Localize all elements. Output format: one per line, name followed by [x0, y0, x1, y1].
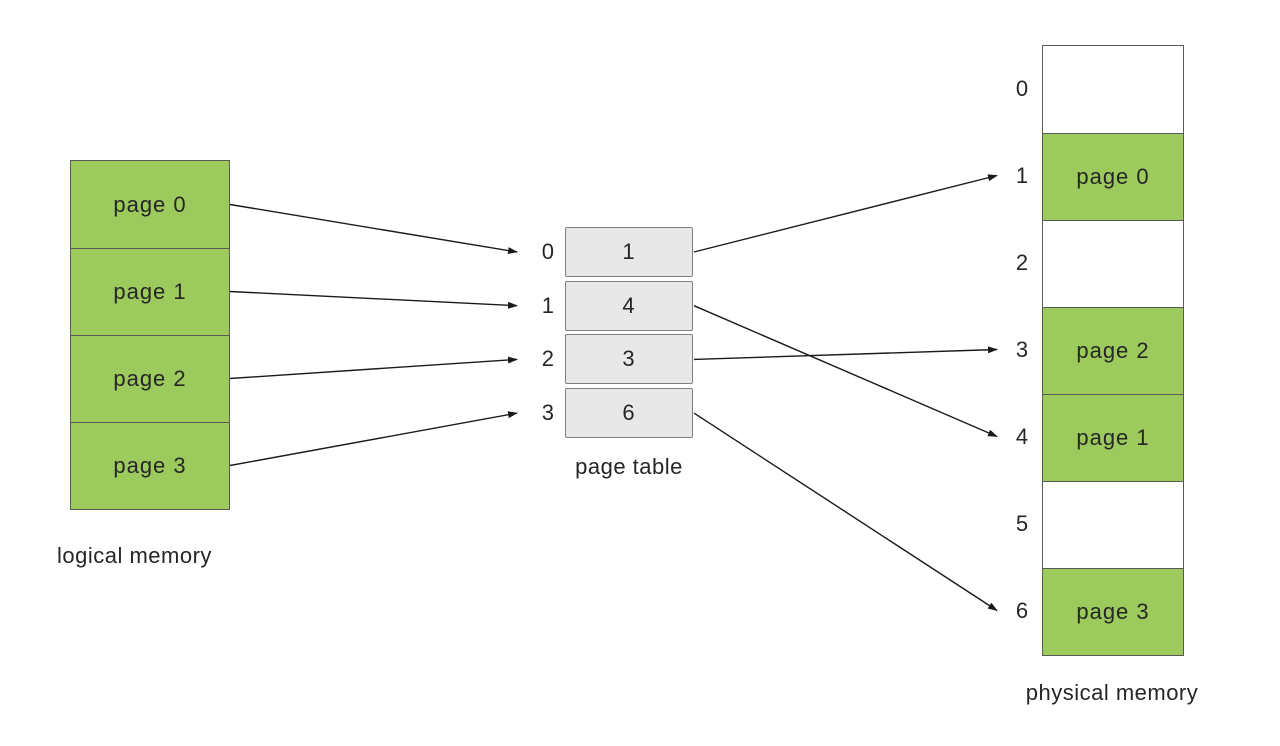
logical-cell-2: page 2 — [71, 335, 229, 422]
physical-frame-4: page 1 — [1043, 394, 1183, 481]
logical-cell-1: page 1 — [71, 248, 229, 335]
page-label: page 1 — [113, 279, 187, 304]
page-table-entry-0: 1 — [565, 227, 693, 277]
page-table-value: 4 — [622, 292, 636, 318]
mapping-arrow-pt-row-0-to-pm-index-1 — [693, 174, 998, 253]
page-table-index-2: 2 — [541, 346, 554, 372]
page-table-value: 3 — [622, 346, 636, 372]
frame-label: page 0 — [1076, 164, 1150, 189]
page-table-caption: page table — [575, 454, 683, 479]
mapping-arrow-logical-cell-0-to-pt-index-0 — [229, 203, 518, 254]
physical-frame-3: page 2 — [1043, 307, 1183, 394]
mapping-arrow-pt-row-1-to-pm-index-4 — [693, 305, 998, 438]
physical-frame-index-0: 0 — [1015, 75, 1029, 101]
page-label: page 0 — [113, 191, 187, 217]
page-table-index-1: 1 — [541, 292, 554, 318]
physical-frame-index-6: 6 — [1015, 597, 1029, 623]
mapping-arrow-logical-cell-2-to-pt-index-2 — [229, 356, 518, 380]
frame-label: page 1 — [1076, 425, 1150, 450]
physical-frame-6: page 3 — [1043, 568, 1183, 655]
mapping-arrow-logical-cell-1-to-pt-index-1 — [229, 290, 518, 309]
page-table-entry-2: 3 — [565, 334, 693, 385]
mapping-arrow-logical-cell-3-to-pt-index-3 — [229, 411, 518, 467]
mapping-arrow-pt-row-3-to-pm-index-6 — [693, 412, 998, 612]
physical-frame-5 — [1043, 481, 1183, 568]
page-table-entry-3: 6 — [565, 388, 693, 439]
physical-frame-0 — [1043, 46, 1183, 133]
frame-label: page 3 — [1076, 599, 1150, 624]
page-label: page 3 — [113, 453, 187, 478]
mapping-arrow-pt-row-2-to-pm-index-3 — [693, 346, 998, 361]
page-table-index-3: 3 — [541, 400, 554, 426]
logical-cell-0: page 0 — [71, 161, 229, 248]
logical-memory-box: page 0 page 1 page 2 page 3 — [70, 160, 230, 510]
physical-frame-1: page 0 — [1043, 133, 1183, 220]
page-table-value: 1 — [622, 239, 636, 264]
physical-frame-index-2: 2 — [1015, 249, 1029, 275]
physical-memory-caption: physical memory — [1025, 680, 1199, 705]
logical-cell-3: page 3 — [71, 422, 229, 509]
page-label: page 2 — [113, 366, 187, 391]
logical-memory-caption: logical memory — [57, 543, 212, 568]
page-table-index-0: 0 — [541, 239, 554, 264]
physical-frame-index-3: 3 — [1015, 336, 1029, 362]
physical-frame-index-4: 4 — [1015, 423, 1029, 449]
physical-memory-box: page 0 page 2 page 1 page 3 — [1042, 45, 1184, 656]
page-table-value: 6 — [622, 400, 636, 426]
physical-frame-index-5: 5 — [1015, 510, 1029, 536]
physical-frame-2 — [1043, 220, 1183, 307]
frame-label: page 2 — [1076, 338, 1150, 363]
physical-frame-index-1: 1 — [1015, 162, 1029, 188]
page-table-entry-1: 4 — [565, 280, 693, 331]
